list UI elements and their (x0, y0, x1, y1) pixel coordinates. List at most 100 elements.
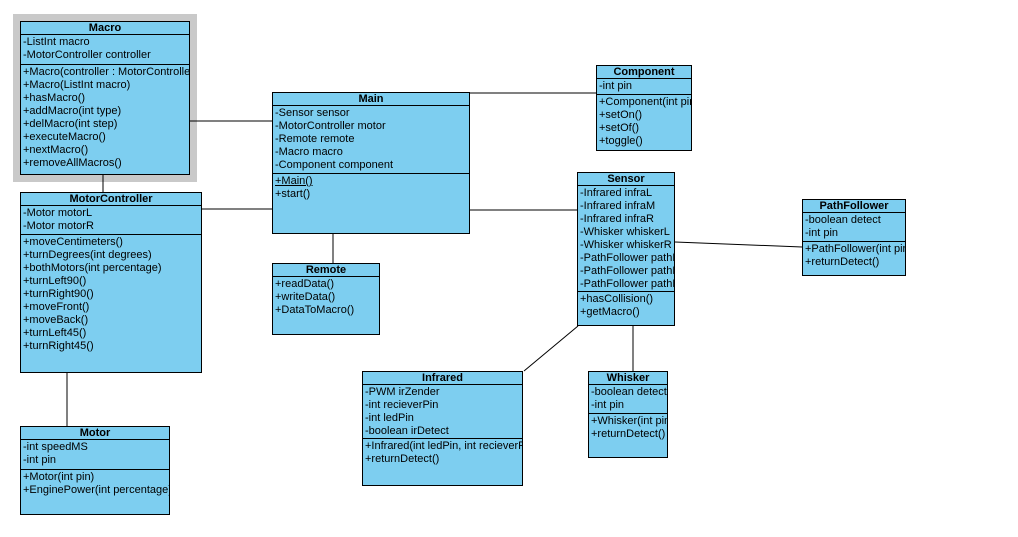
class-node-remote[interactable]: Remote+readData()+writeData()+DataToMacr… (272, 263, 380, 335)
methods-compartment: +readData()+writeData()+DataToMacro() (273, 277, 379, 318)
member-row: -Infrared infraL (580, 187, 653, 199)
member-row: +moveFront() (23, 301, 90, 313)
member-row: +Macro(ListInt macro) (23, 79, 131, 91)
class-title: Whisker (589, 372, 667, 385)
class-node-pathfollower[interactable]: PathFollower-boolean detect-int pin+Path… (802, 199, 906, 276)
methods-compartment: +Whisker(int pin)+returnDetect() (589, 414, 667, 442)
member-row: -Motor motorL (23, 207, 93, 219)
methods-compartment: +hasCollision()+getMacro() (578, 292, 674, 320)
edge-sensor-infrared[interactable] (523, 325, 579, 372)
member-row: -Infrared infraM (580, 200, 656, 212)
methods-compartment: +Infrared(int ledPin, int recieverPin)+r… (363, 439, 522, 467)
member-row: -Whisker whiskerL (580, 226, 670, 238)
member-row: +hasMacro() (23, 92, 86, 104)
member-row: +Macro(controller : MotorController) (23, 66, 189, 78)
member-row: -Component component (275, 159, 394, 171)
class-node-sensor[interactable]: Sensor-Infrared infraL-Infrared infraM-I… (577, 172, 675, 326)
member-row: +readData() (275, 278, 335, 290)
member-row: +turnRight45() (23, 340, 94, 352)
member-row: +Main() (275, 175, 313, 187)
member-row: +setOn() (599, 109, 643, 121)
class-title: PathFollower (803, 200, 905, 213)
class-node-main[interactable]: Main-Sensor sensor-MotorController motor… (272, 92, 470, 234)
attributes-compartment: -int speedMS-int pin (21, 440, 169, 470)
class-title: Component (597, 66, 691, 79)
member-row: +PathFollower(int pin) (805, 243, 905, 255)
methods-compartment: +PathFollower(int pin)+returnDetect() (803, 242, 905, 270)
class-title: Motor (21, 427, 169, 440)
member-row: +addMacro(int type) (23, 105, 122, 117)
member-row: +turnDegrees(int degrees) (23, 249, 152, 261)
member-row: -boolean irDetect (365, 425, 449, 437)
member-row: +turnLeft90() (23, 275, 87, 287)
member-row: -Remote remote (275, 133, 355, 145)
member-row: +turnLeft45() (23, 327, 87, 339)
member-row: +moveBack() (23, 314, 89, 326)
member-row: -boolean detect (805, 214, 881, 226)
member-row: +returnDetect() (805, 256, 880, 268)
class-title: Remote (273, 264, 379, 277)
class-title: Main (273, 93, 469, 106)
member-row: -Infrared infraR (580, 213, 654, 225)
member-row: -boolean detect (591, 386, 667, 398)
member-row: +turnRight90() (23, 288, 94, 300)
member-row: +returnDetect() (365, 453, 440, 465)
member-row: -Macro macro (275, 146, 343, 158)
member-row: +start() (275, 188, 311, 200)
member-row: +hasCollision() (580, 293, 654, 305)
member-row: -PathFollower pathL (580, 252, 674, 264)
methods-compartment: +Macro(controller : MotorController)+Mac… (21, 65, 189, 171)
member-row: -int ledPin (365, 412, 414, 424)
methods-compartment: +Main()+start() (273, 174, 469, 202)
member-row: +Whisker(int pin) (591, 415, 667, 427)
class-node-whisker[interactable]: Whisker-boolean detect-int pin+Whisker(i… (588, 371, 668, 458)
member-row: +Component(int pin) (599, 96, 691, 108)
attributes-compartment: -PWM irZender-int recieverPin-int ledPin… (363, 385, 522, 439)
member-row: +returnDetect() (591, 428, 666, 440)
methods-compartment: +Component(int pin)+setOn()+setOf()+togg… (597, 95, 691, 149)
member-row: -MotorController motor (275, 120, 386, 132)
attributes-compartment: -boolean detect-int pin (803, 213, 905, 242)
methods-compartment: +Motor(int pin)+EnginePower(int percenta… (21, 470, 169, 498)
member-row: -Whisker whiskerR (580, 239, 672, 251)
member-row: +Infrared(int ledPin, int recieverPin) (365, 440, 522, 452)
member-row: +moveCentimeters() (23, 236, 123, 248)
member-row: -int speedMS (23, 441, 88, 453)
methods-compartment: +moveCentimeters()+turnDegrees(int degre… (21, 235, 201, 354)
member-row: -int pin (23, 454, 57, 466)
class-node-motorcontroller[interactable]: MotorController-Motor motorL-Motor motor… (20, 192, 202, 373)
class-node-macro[interactable]: Macro-ListInt macro-MotorController cont… (13, 14, 197, 182)
member-row: +nextMacro() (23, 144, 89, 156)
member-row: +removeAllMacros() (23, 157, 122, 169)
member-row: +executeMacro() (23, 131, 106, 143)
member-row: -Motor motorR (23, 220, 94, 232)
member-row: +delMacro(int step) (23, 118, 118, 130)
class-title: Infrared (363, 372, 522, 385)
class-title: MotorController (21, 193, 201, 206)
member-row: -int pin (591, 399, 625, 411)
class-node-component[interactable]: Component-int pin+Component(int pin)+set… (596, 65, 692, 151)
member-row: -Sensor sensor (275, 107, 350, 119)
member-row: -MotorController controller (23, 49, 151, 61)
edge-sensor-pathfollower[interactable] (674, 241, 803, 248)
member-row: +toggle() (599, 135, 643, 147)
attributes-compartment: -Motor motorL-Motor motorR (21, 206, 201, 235)
attributes-compartment: -int pin (597, 79, 691, 95)
member-row: +setOf() (599, 122, 640, 134)
member-row: +EnginePower(int percentage) (23, 484, 169, 496)
member-row: -PathFollower pathR (580, 278, 674, 290)
class-node-infrared[interactable]: Infrared-PWM irZender-int recieverPin-in… (362, 371, 523, 486)
attributes-compartment: -ListInt macro-MotorController controlle… (21, 35, 189, 65)
attributes-compartment: -Sensor sensor-MotorController motor-Rem… (273, 106, 469, 174)
member-row: -int recieverPin (365, 399, 439, 411)
member-row: -PathFollower pathM (580, 265, 674, 277)
attributes-compartment: -boolean detect-int pin (589, 385, 667, 414)
member-row: -int pin (805, 227, 839, 239)
member-row: +Motor(int pin) (23, 471, 95, 483)
class-node-motor[interactable]: Motor-int speedMS-int pin+Motor(int pin)… (20, 426, 170, 515)
member-row: +bothMotors(int percentage) (23, 262, 162, 274)
member-row: -PWM irZender (365, 386, 440, 398)
member-row: +DataToMacro() (275, 304, 355, 316)
member-row: +writeData() (275, 291, 336, 303)
